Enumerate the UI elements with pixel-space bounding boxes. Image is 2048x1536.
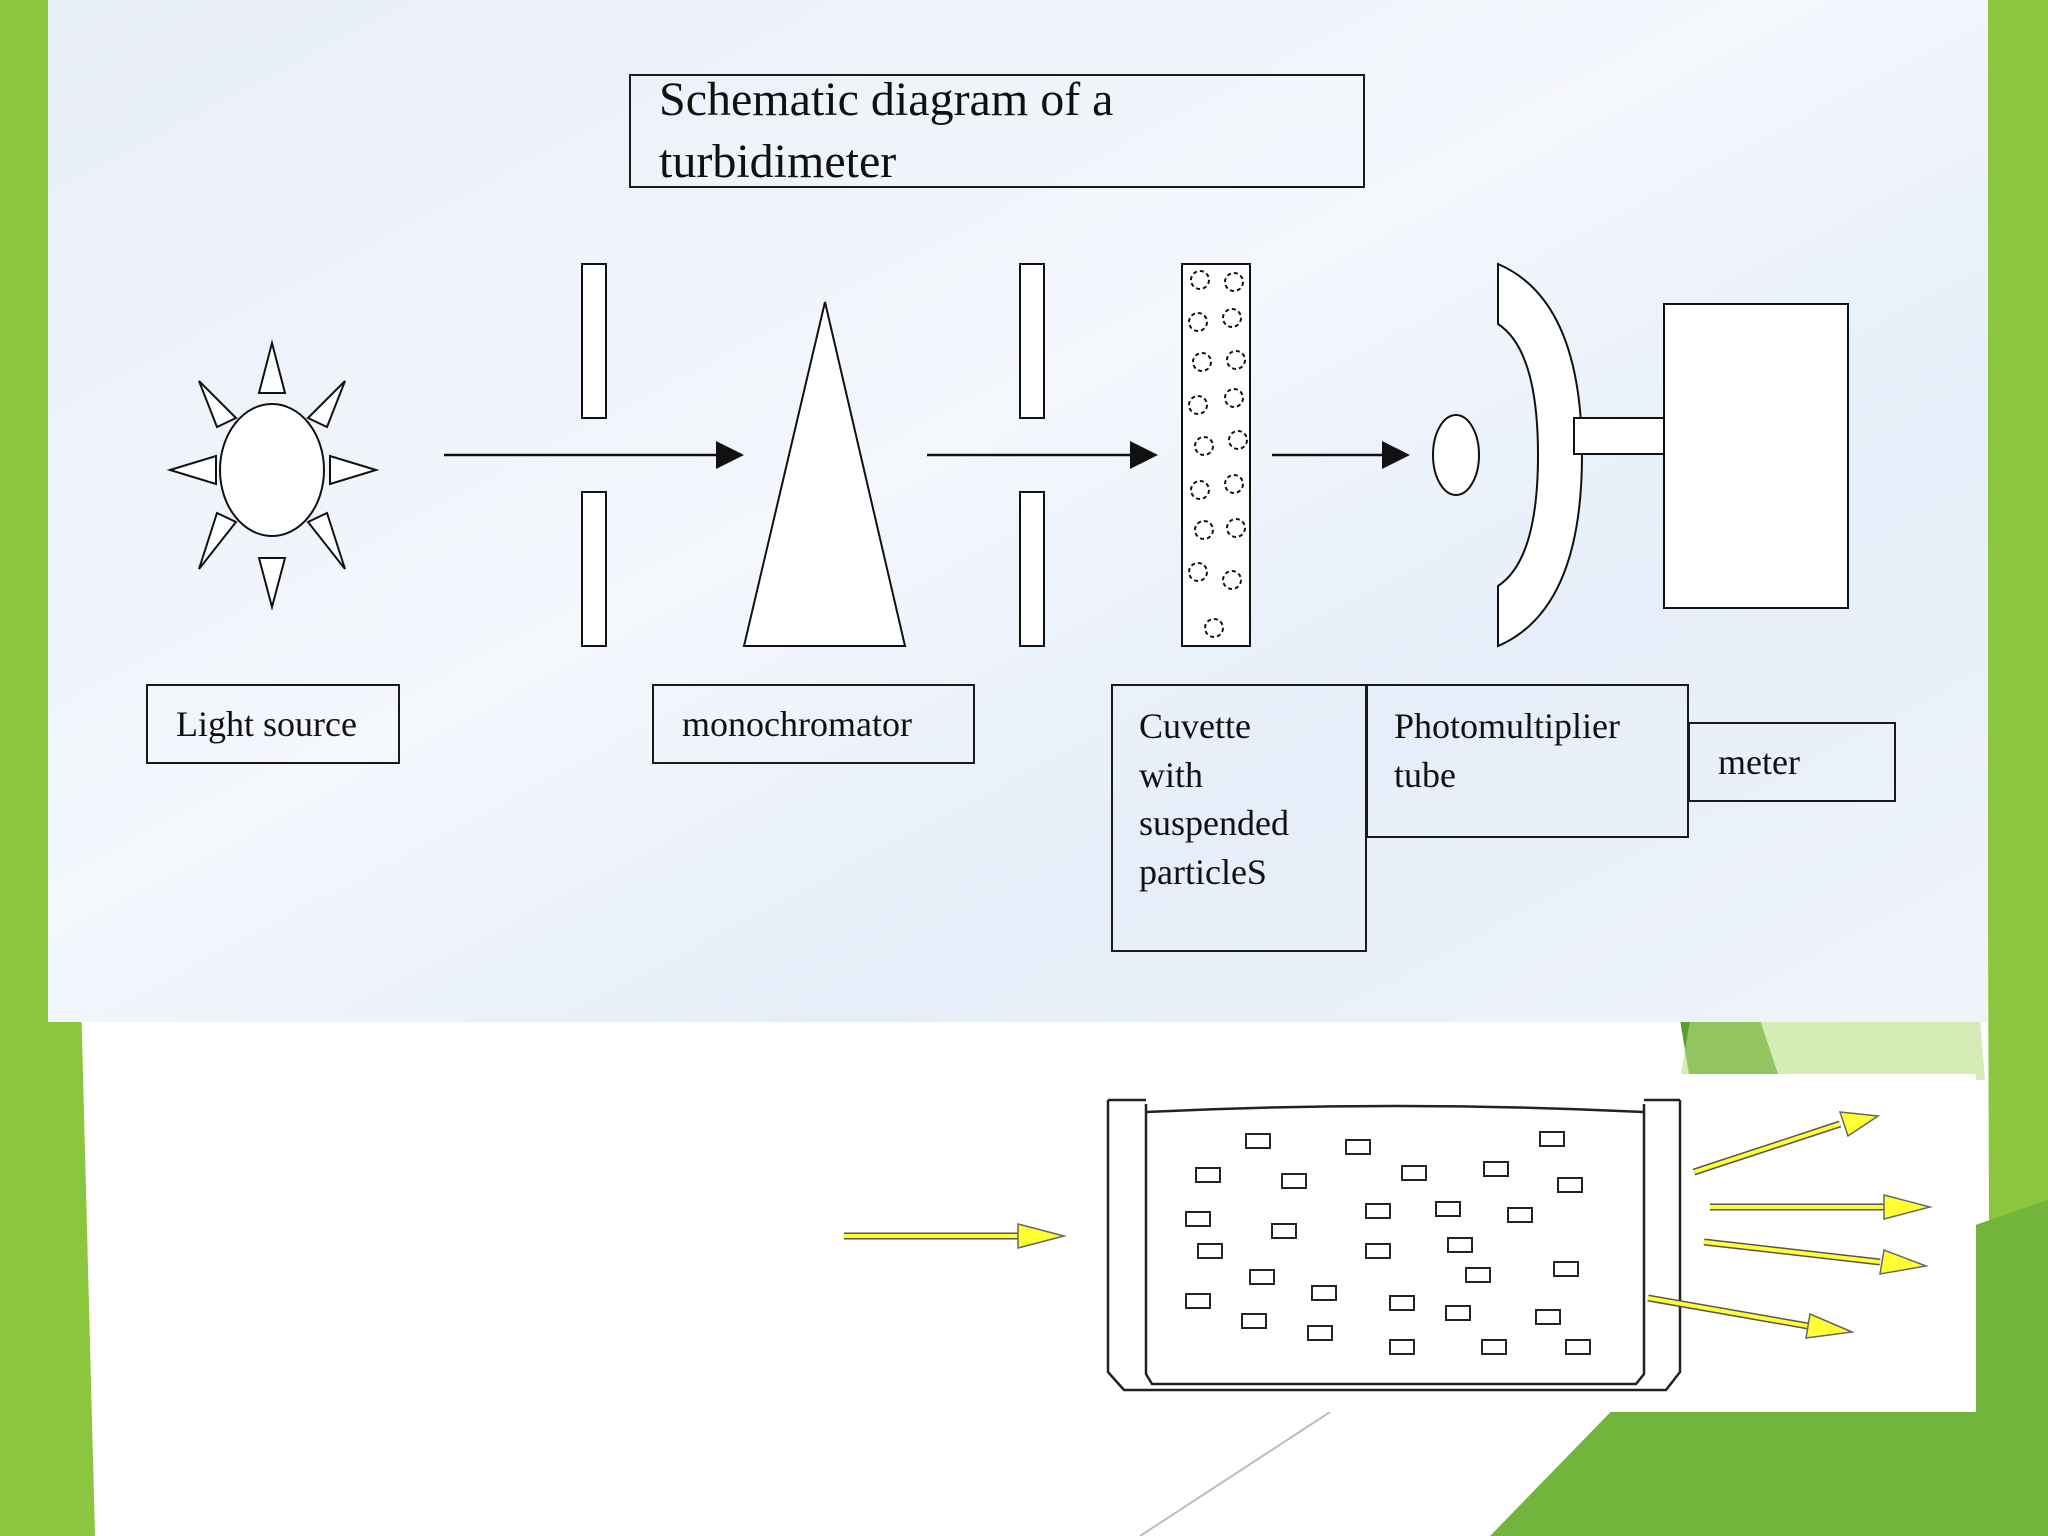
prism-triangle-icon bbox=[742, 301, 907, 647]
sun-icon bbox=[166, 339, 380, 611]
green-light-shape bbox=[1680, 1020, 1985, 1080]
cuvette-icon bbox=[1181, 263, 1251, 647]
scattered-arrow-1 bbox=[1692, 1111, 1881, 1176]
scattered-arrow-2 bbox=[1710, 1194, 1933, 1220]
photomultiplier-icon bbox=[1497, 262, 1584, 648]
decorative-thin-line bbox=[1139, 1411, 1331, 1536]
beam-arrow-2 bbox=[927, 441, 1158, 469]
green-left-band bbox=[0, 0, 95, 1536]
meter-box bbox=[1663, 303, 1849, 609]
incident-light-arrow bbox=[844, 1223, 1067, 1249]
scattered-light-arrows bbox=[1647, 1111, 1933, 1339]
lens-icon bbox=[1432, 414, 1480, 496]
sample-cell-icon bbox=[1106, 1098, 1682, 1392]
scattered-arrow-4 bbox=[1647, 1294, 1855, 1339]
cuvette-label: Cuvette with suspended particleS bbox=[1111, 684, 1367, 952]
entrance-slit bbox=[581, 263, 607, 647]
detector-connector bbox=[1573, 417, 1667, 455]
exit-slit bbox=[1019, 263, 1045, 647]
photomultiplier-label: Photomultiplier tube bbox=[1366, 684, 1689, 838]
beam-arrow-3 bbox=[1272, 441, 1410, 469]
scattered-arrow-3 bbox=[1703, 1238, 1929, 1275]
particles bbox=[1185, 1131, 1591, 1355]
green-right-band bbox=[1985, 0, 2048, 1536]
beam-arrow-1 bbox=[444, 441, 744, 469]
diagram-title: Schematic diagram of a turbidimeter bbox=[629, 73, 1365, 188]
light-source-label: Light source bbox=[146, 684, 400, 764]
meter-label: meter bbox=[1688, 722, 1896, 802]
monochromator-label: monochromator bbox=[652, 684, 975, 764]
